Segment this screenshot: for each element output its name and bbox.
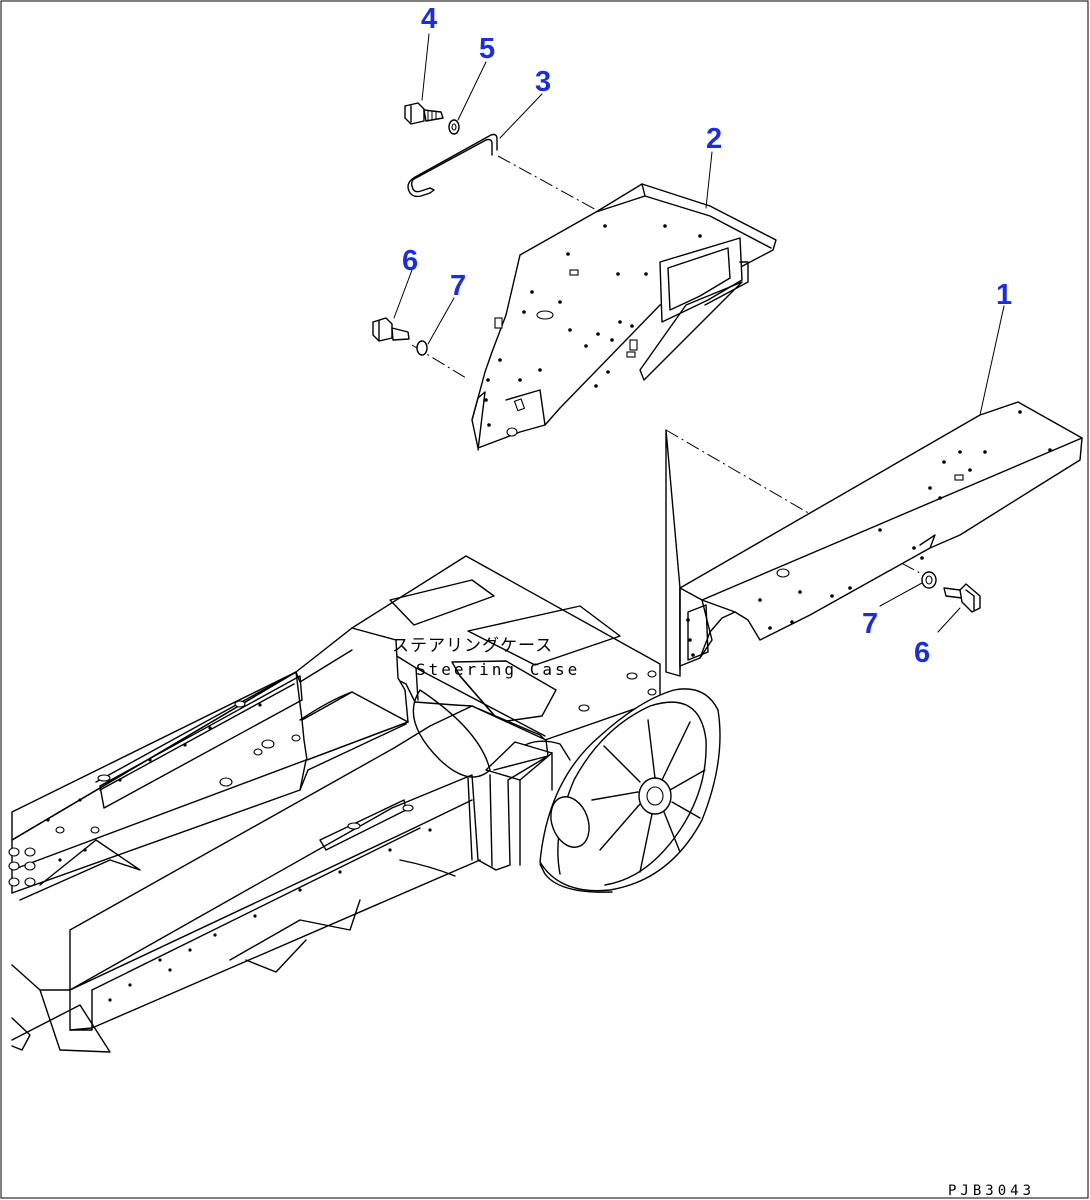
- callout-6-right: 6: [914, 637, 930, 669]
- drawing-code: PJB3043: [948, 1183, 1035, 1199]
- frame-label-english: Steering Case: [416, 660, 580, 679]
- main-frame-steering-case: [8, 555, 661, 1053]
- frame-label-japanese: ステアリングケース: [392, 636, 553, 656]
- callout-6-top: 6: [402, 245, 418, 277]
- washer-part-7-top: [416, 340, 428, 356]
- bolt-part-4: [404, 102, 444, 125]
- bolt-part-6-right: [943, 583, 981, 613]
- callout-7-right: 7: [862, 608, 878, 640]
- callout-5: 5: [479, 33, 495, 65]
- hook-part-3: [407, 133, 498, 198]
- frame-details: [99, 675, 491, 877]
- cover-part-1: [665, 401, 1083, 677]
- alignment-line: [497, 155, 601, 213]
- callout-2: 2: [706, 123, 722, 155]
- final-drive-flange: [524, 688, 721, 893]
- callout-7-top: 7: [450, 270, 466, 302]
- bolt-part-6-top: [372, 317, 410, 342]
- callout-1: 1: [996, 279, 1012, 311]
- alignment-line: [665, 429, 818, 519]
- callout-3: 3: [535, 66, 551, 98]
- bracket-part-2: [471, 183, 777, 451]
- callout-4: 4: [421, 3, 437, 35]
- leader-lines: [393, 33, 1005, 633]
